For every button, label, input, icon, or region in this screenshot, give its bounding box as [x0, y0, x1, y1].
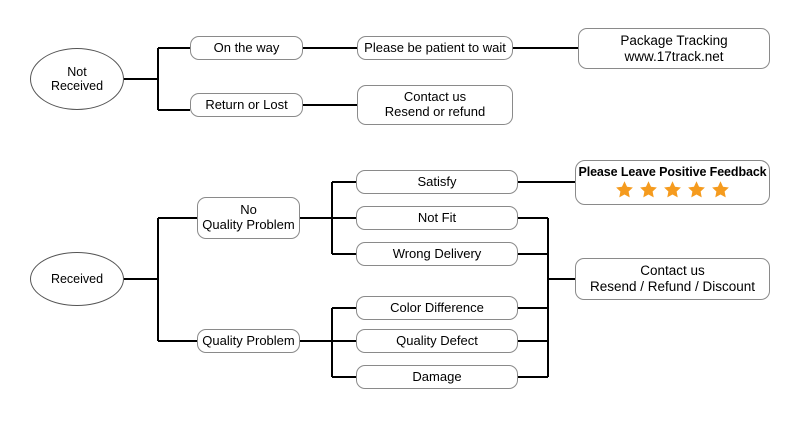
star-icon[interactable]: [663, 180, 682, 199]
node-quality-problem[interactable]: Quality Problem: [197, 329, 300, 353]
node-package-tracking[interactable]: Package Tracking www.17track.net: [578, 28, 770, 69]
node-not-fit[interactable]: Not Fit: [356, 206, 518, 230]
node-package-tracking-url[interactable]: www.17track.net: [624, 48, 724, 64]
node-wrong-delivery[interactable]: Wrong Delivery: [356, 242, 518, 266]
node-no-quality-problem-line1: No: [240, 202, 257, 218]
node-quality-defect-label: Quality Defect: [396, 332, 478, 348]
node-positive-feedback[interactable]: Please Leave Positive Feedback: [575, 160, 770, 205]
node-color-difference[interactable]: Color Difference: [356, 296, 518, 320]
node-return-or-lost-label: Return or Lost: [205, 96, 288, 112]
node-damage-label: Damage: [412, 368, 462, 384]
node-satisfy-label: Satisfy: [417, 173, 457, 189]
star-icon[interactable]: [639, 180, 658, 199]
node-on-the-way[interactable]: On the way: [190, 36, 303, 60]
node-quality-defect[interactable]: Quality Defect: [356, 329, 518, 353]
node-contact-us-resolution-line1: Contact us: [640, 263, 705, 279]
node-damage[interactable]: Damage: [356, 365, 518, 389]
node-wrong-delivery-label: Wrong Delivery: [392, 245, 482, 261]
node-no-quality-problem-line2: Quality Problem: [202, 217, 295, 232]
terminal-received[interactable]: Received: [30, 252, 124, 306]
node-no-quality-problem[interactable]: No Quality Problem: [197, 197, 300, 239]
terminal-received-label: Received: [50, 271, 104, 286]
star-icon[interactable]: [711, 180, 730, 199]
node-contact-us-resolution[interactable]: Contact us Resend / Refund / Discount: [575, 258, 770, 300]
star-rating[interactable]: [615, 180, 730, 199]
node-contact-us-line2: Resend or refund: [384, 104, 486, 119]
node-package-tracking-line1: Package Tracking: [620, 32, 728, 48]
node-please-be-patient-label: Please be patient to wait: [364, 39, 506, 55]
star-icon[interactable]: [687, 180, 706, 199]
node-return-or-lost[interactable]: Return or Lost: [190, 93, 303, 117]
node-contact-us-resolution-line2: Resend / Refund / Discount: [589, 279, 756, 294]
terminal-not-received[interactable]: Not Received: [30, 48, 124, 110]
node-please-be-patient[interactable]: Please be patient to wait: [357, 36, 513, 60]
node-contact-us-resend-refund[interactable]: Contact us Resend or refund: [357, 85, 513, 125]
node-not-fit-label: Not Fit: [417, 209, 457, 225]
node-color-difference-label: Color Difference: [390, 299, 484, 315]
terminal-not-received-line2: Received: [50, 79, 104, 93]
node-satisfy[interactable]: Satisfy: [356, 170, 518, 194]
node-quality-problem-label: Quality Problem: [202, 332, 295, 348]
feedback-title: Please Leave Positive Feedback: [578, 165, 767, 179]
node-on-the-way-label: On the way: [213, 39, 280, 55]
star-icon[interactable]: [615, 180, 634, 199]
terminal-not-received-line1: Not: [67, 64, 87, 79]
node-contact-us-line1: Contact us: [403, 89, 467, 105]
